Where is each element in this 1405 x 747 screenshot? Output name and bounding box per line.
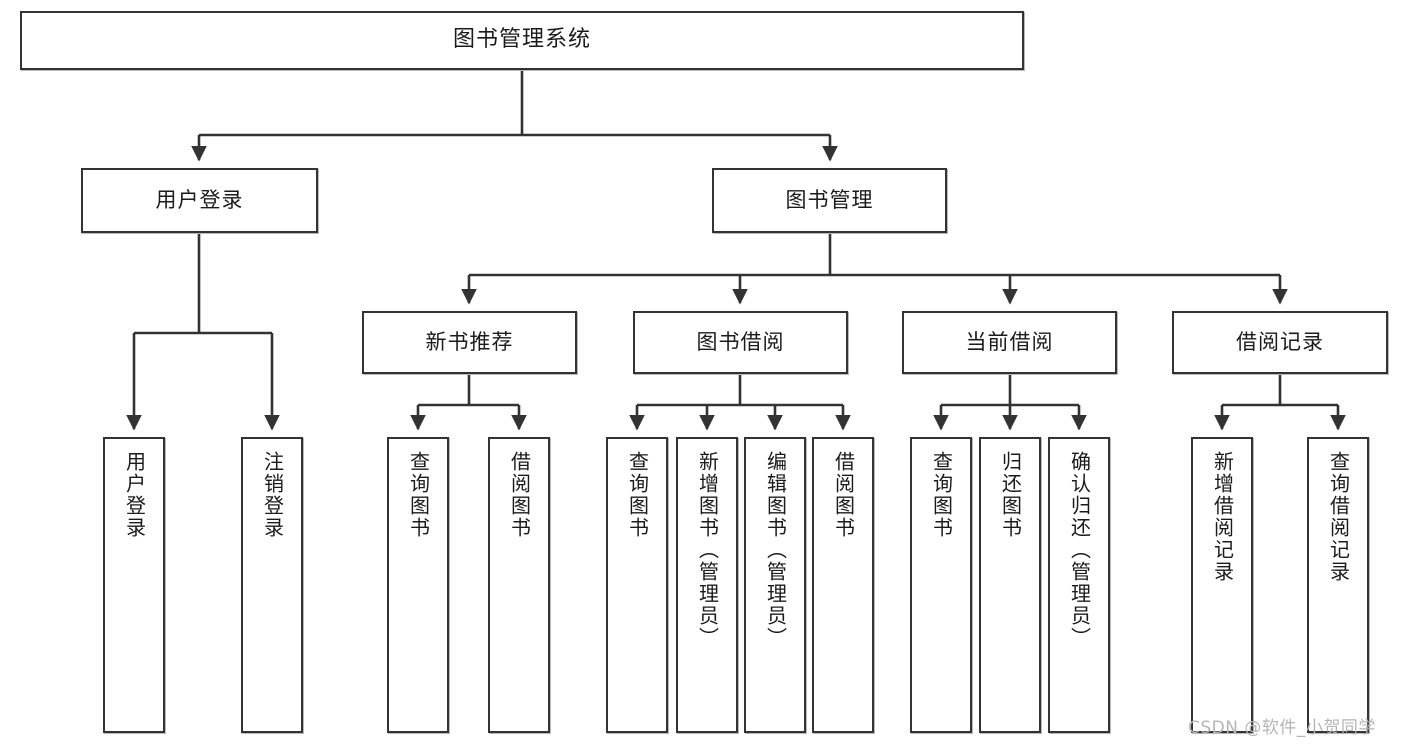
node-book-borrow-label: 图书借阅 (696, 329, 785, 354)
node-current-borrow-label: 当前借阅 (965, 329, 1054, 354)
leaf-user-login[interactable]: 用户登录 (103, 437, 165, 733)
leaf-current-return-book-label: 归还图书 (998, 451, 1023, 539)
leaf-new-book-query-label: 查询图书 (406, 451, 431, 539)
leaf-borrow-add-book[interactable]: 新增图书（管理员） (676, 437, 738, 733)
leaf-record-add-label: 新增借阅记录 (1210, 451, 1235, 583)
leaf-borrow-lend-book[interactable]: 借阅图书 (812, 437, 874, 733)
node-current-borrow[interactable]: 当前借阅 (902, 311, 1117, 374)
leaf-record-query[interactable]: 查询借阅记录 (1307, 437, 1369, 733)
leaf-user-logout-label: 注销登录 (260, 451, 285, 539)
watermark: CSDN @软件_小贺同学 (1188, 718, 1376, 738)
node-user-login[interactable]: 用户登录 (81, 168, 318, 233)
leaf-current-return-book[interactable]: 归还图书 (979, 437, 1041, 733)
node-borrow-record[interactable]: 借阅记录 (1172, 311, 1388, 374)
node-book-management[interactable]: 图书管理 (712, 168, 947, 233)
leaf-current-query-book[interactable]: 查询图书 (910, 437, 972, 733)
node-user-login-label: 用户登录 (155, 187, 244, 212)
leaf-user-login-label: 用户登录 (122, 451, 147, 539)
leaf-new-book-borrow-label: 借阅图书 (507, 451, 532, 539)
node-root-label: 图书管理系统 (452, 27, 591, 53)
node-book-borrow[interactable]: 图书借阅 (633, 311, 848, 374)
leaf-borrow-query-book[interactable]: 查询图书 (606, 437, 668, 733)
leaf-borrow-add-book-label: 新增图书（管理员） (695, 451, 720, 649)
leaf-borrow-edit-book[interactable]: 编辑图书（管理员） (744, 437, 806, 733)
node-root[interactable]: 图书管理系统 (20, 11, 1024, 70)
leaf-user-logout[interactable]: 注销登录 (241, 437, 303, 733)
leaf-new-book-query[interactable]: 查询图书 (387, 437, 449, 733)
leaf-new-book-borrow[interactable]: 借阅图书 (488, 437, 550, 733)
node-borrow-record-label: 借阅记录 (1236, 329, 1324, 354)
leaf-record-add[interactable]: 新增借阅记录 (1191, 437, 1253, 733)
leaf-current-confirm-return-label: 确认归还（管理员） (1067, 451, 1092, 649)
leaf-current-query-book-label: 查询图书 (929, 451, 954, 539)
node-book-management-label: 图书管理 (785, 187, 874, 212)
leaf-borrow-query-book-label: 查询图书 (625, 451, 650, 539)
leaf-record-query-label: 查询借阅记录 (1326, 451, 1351, 583)
leaf-borrow-lend-book-label: 借阅图书 (831, 451, 856, 539)
leaf-borrow-edit-book-label: 编辑图书（管理员） (763, 451, 788, 649)
node-new-book-recommend[interactable]: 新书推荐 (362, 311, 577, 374)
leaf-current-confirm-return[interactable]: 确认归还（管理员） (1048, 437, 1110, 733)
node-new-book-recommend-label: 新书推荐 (425, 329, 514, 354)
